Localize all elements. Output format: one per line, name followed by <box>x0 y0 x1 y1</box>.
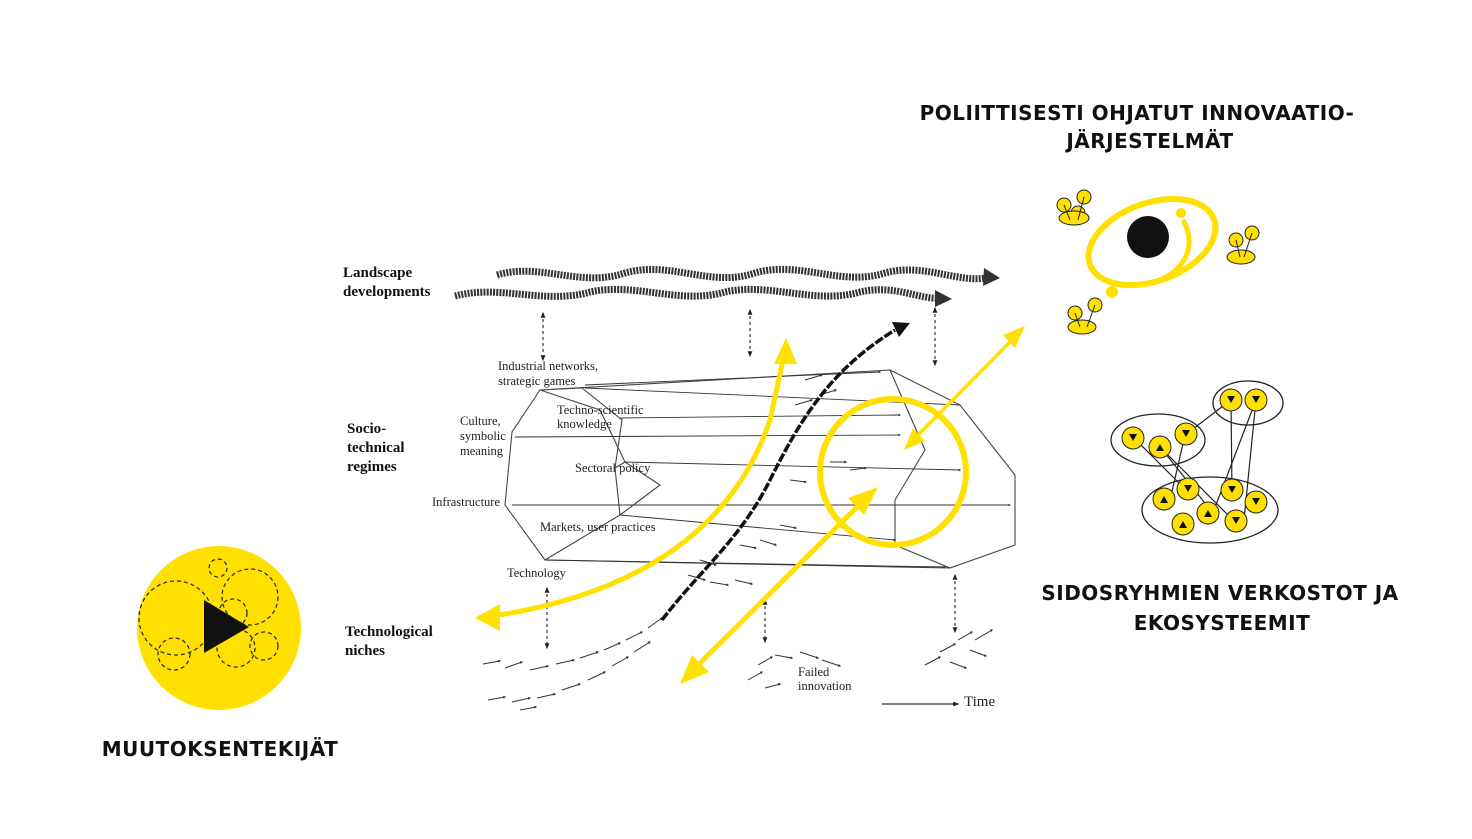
yellow-policy-arrow <box>911 335 1017 442</box>
network-cluster-icon <box>1110 380 1284 544</box>
yellow-regime-ring <box>817 396 969 548</box>
play-triangle <box>204 600 249 653</box>
landscape-arrow-bottom <box>454 285 941 302</box>
regimes-label-line2: technical <box>347 440 405 456</box>
mini-network-1 <box>1056 189 1092 226</box>
landscape-label-line1: Landscape <box>343 265 413 281</box>
vertical-interactions <box>540 306 958 650</box>
networks-heading-line2: EKOSYSTEEMIT <box>1134 611 1311 635</box>
label-techno-line2: knowledge <box>557 417 612 431</box>
galaxy-icon <box>1056 189 1260 335</box>
landscape-arrow-top <box>495 265 991 283</box>
galaxy-satellite-2 <box>1106 286 1118 298</box>
policy-heading-line1: POLIITTISESTI OHJATUT INNOVAATIO- <box>920 101 1355 125</box>
galaxy-orbit-inner <box>1139 218 1192 288</box>
regime-flow-arrows <box>512 370 1012 569</box>
label-culture-line1: Culture, <box>460 414 501 428</box>
label-sectoral: Sectoral policy <box>575 461 651 475</box>
label-industrial-line2: strategic games <box>498 374 576 388</box>
yellow-policy-arrowhead-bottom <box>904 428 925 450</box>
mini-network-2 <box>1226 225 1260 265</box>
landscape-arrowhead-top <box>983 268 1000 286</box>
label-markets: Markets, user practices <box>540 520 656 534</box>
label-techno-line1: Techno-scientific <box>557 403 644 417</box>
landscape-arrowhead-bottom <box>935 290 952 307</box>
label-infrastructure: Infrastructure <box>432 495 500 509</box>
yellow-curved-arrowhead-left <box>475 604 500 631</box>
yellow-curved-arrowhead-top <box>774 338 797 364</box>
breakthrough-trajectory-arrow <box>660 328 896 622</box>
regimes-label-line3: regimes <box>347 459 397 475</box>
regimes-label-line1: Socio- <box>347 421 386 437</box>
networks-heading-line1: SIDOSRYHMIEN VERKOSTOT JA <box>1041 581 1398 605</box>
label-culture-line3: meaning <box>460 444 504 458</box>
yellow-curved-arrow <box>477 345 789 621</box>
cluster-node-markers <box>1129 396 1260 528</box>
yellow-diagonal-arrow <box>693 500 864 670</box>
breakthrough-arrowhead <box>892 322 910 337</box>
label-failed-line2: innovation <box>798 679 852 693</box>
landscape-arrows <box>454 265 1000 307</box>
niches-label-line2: niches <box>345 643 385 659</box>
label-industrial-line1: Industrial networks, <box>498 359 598 373</box>
yellow-diagonal-arrowhead-bottom <box>680 655 709 684</box>
label-technology: Technology <box>507 566 567 580</box>
play-icon <box>137 546 301 710</box>
change-makers-heading: MUUTOKSENTEKIJÄT <box>102 737 339 761</box>
galaxy-satellite-1 <box>1176 208 1186 218</box>
yellow-diagonal-arrowhead-top <box>848 487 878 515</box>
label-culture-line2: symbolic <box>460 429 506 443</box>
niche-swarm-arrows <box>482 374 994 711</box>
policy-heading-line2: JÄRJESTELMÄT <box>1064 129 1233 153</box>
label-failed-line1: Failed <box>798 665 830 679</box>
landscape-label-line2: developments <box>343 284 431 300</box>
cluster-nodes <box>1121 388 1268 536</box>
galaxy-core <box>1127 216 1169 258</box>
mini-network-3 <box>1067 297 1103 335</box>
label-time: Time <box>964 694 995 710</box>
niches-label-line1: Technological <box>345 624 433 640</box>
yellow-overlays <box>475 326 1025 684</box>
yellow-policy-arrowhead-top <box>1003 326 1025 348</box>
